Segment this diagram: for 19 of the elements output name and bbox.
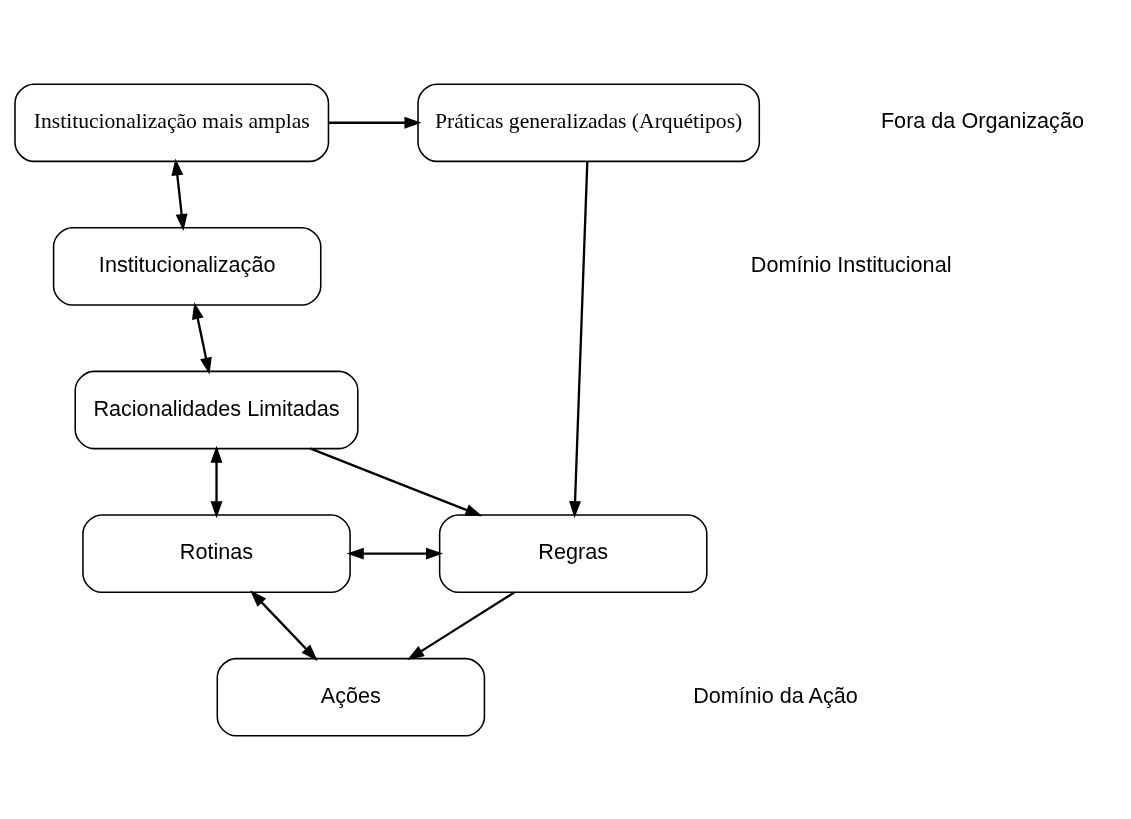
arrow xyxy=(310,447,483,516)
arrow xyxy=(407,590,515,660)
arrow xyxy=(328,116,422,129)
label: Domínio da Ação xyxy=(693,682,858,708)
arrow xyxy=(346,547,444,560)
node-box: Racionalidades Limitadas xyxy=(74,370,359,449)
node-box: Regras xyxy=(438,513,708,593)
node-box: Ações xyxy=(216,657,486,737)
node-box: Institucionalização xyxy=(52,226,322,306)
label: Domínio Institucional xyxy=(750,251,952,277)
arrow xyxy=(569,161,589,518)
arrow xyxy=(171,158,188,231)
node-box: Práticas generalizadas (Arquétipos) xyxy=(417,82,761,162)
label: Fora da Organização xyxy=(880,107,1084,133)
arrow xyxy=(210,445,223,518)
node-box: Rotinas xyxy=(82,513,351,593)
arrow xyxy=(191,301,212,375)
node-box: Institucionalização mais amplas xyxy=(14,82,330,162)
arrow xyxy=(250,589,318,661)
